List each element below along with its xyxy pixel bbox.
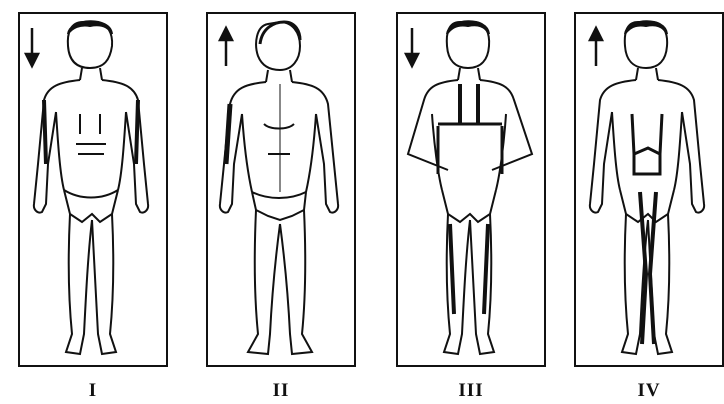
panel-iii [396, 12, 546, 367]
panel-label-iv: IV [574, 380, 724, 402]
arrow-up-icon [220, 28, 232, 66]
human-front-figure [590, 21, 704, 354]
panel-label-i: I [18, 380, 168, 402]
figure-back-ii [208, 14, 354, 365]
human-front-figure-arms-bent [408, 21, 532, 354]
panel-label-iii: III [396, 380, 546, 402]
figure-front-iii [398, 14, 544, 365]
panel-label-ii: II [206, 380, 356, 402]
panel-i [18, 12, 168, 367]
arrow-up-icon [590, 28, 602, 66]
human-back-figure [220, 22, 338, 354]
arrow-down-icon [26, 28, 38, 66]
panel-iv [574, 12, 724, 367]
human-front-figure [34, 21, 148, 354]
figure-front-i [20, 14, 166, 365]
panel-ii [206, 12, 356, 367]
figure-front-iv [576, 14, 722, 365]
arrow-down-icon [406, 28, 418, 66]
